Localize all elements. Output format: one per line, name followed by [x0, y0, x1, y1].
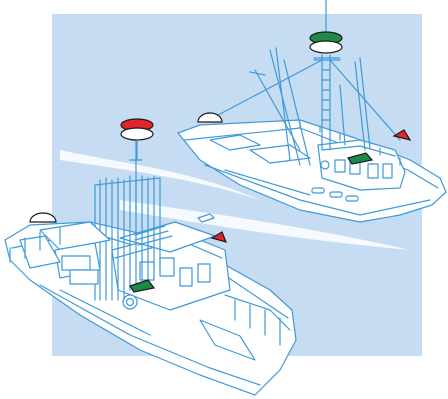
boat-front-allround-white-light [121, 128, 153, 140]
boat-rear-allround-white-light [310, 41, 342, 53]
